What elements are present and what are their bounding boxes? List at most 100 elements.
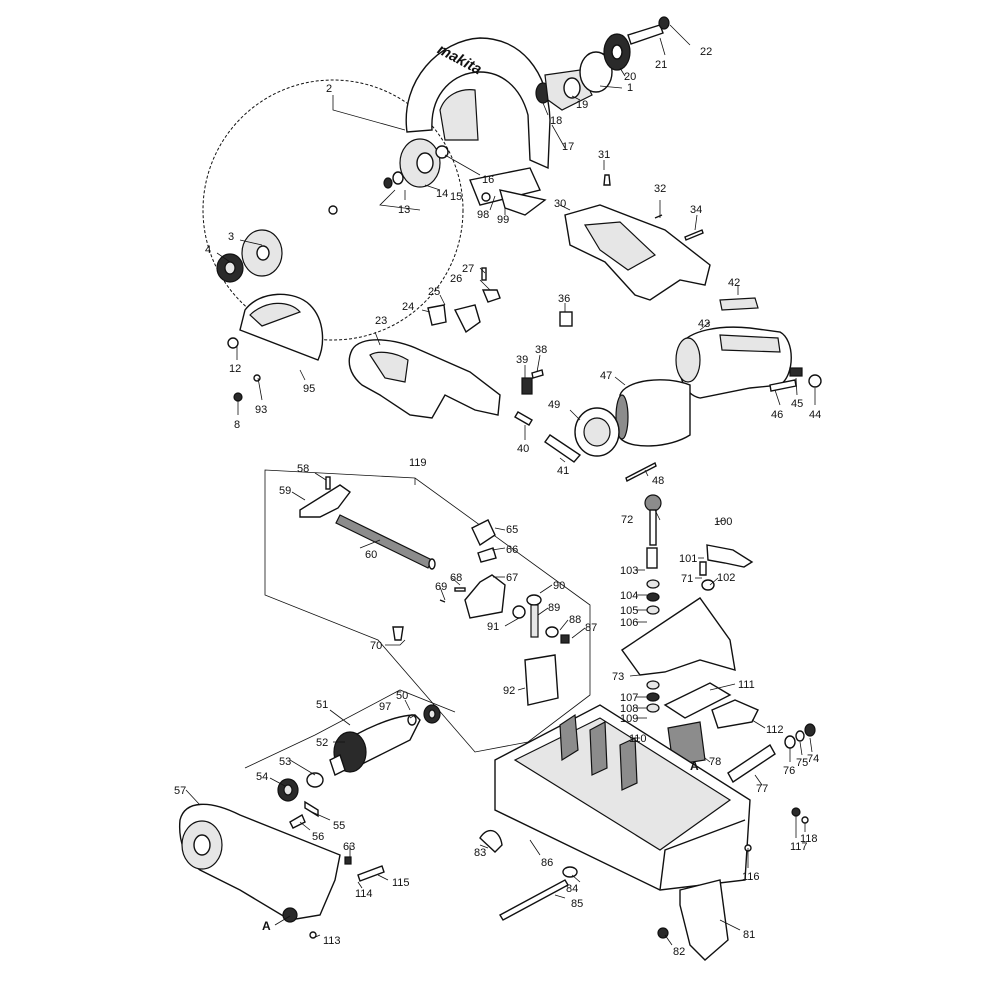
- callout-112: 112: [766, 724, 784, 736]
- callout-48: 48: [652, 475, 664, 487]
- callout-74: 74: [807, 753, 819, 765]
- callout-65: 65: [506, 524, 518, 536]
- motor-housing: [675, 326, 822, 399]
- callout-102: 102: [717, 572, 735, 584]
- callout-91: 91: [487, 621, 499, 633]
- fence-parts: [621, 494, 816, 784]
- callout-105: 105: [620, 605, 638, 617]
- callout-85: 85: [571, 898, 583, 910]
- callout-118: 118: [800, 833, 818, 845]
- lower-safety-guard: [227, 293, 324, 402]
- callout-30: 30: [554, 198, 566, 210]
- callout-111: 111: [738, 679, 755, 691]
- callout-70: 70: [370, 640, 382, 652]
- callout-114: 114: [355, 888, 373, 900]
- callout-25: 25: [428, 286, 440, 298]
- callout-3: 3: [228, 231, 234, 243]
- inner-flange-and-nut: [216, 229, 283, 283]
- callout-101: 101: [679, 553, 697, 565]
- callout-100: 100: [714, 516, 732, 528]
- callout-27: 27: [462, 263, 474, 275]
- callout-1: 1: [627, 82, 633, 94]
- callout-60: 60: [365, 549, 377, 561]
- callout-77: 77: [756, 783, 768, 795]
- callout-86: 86: [541, 857, 553, 869]
- callout-53: 53: [279, 756, 291, 768]
- callout-12: 12: [229, 363, 241, 375]
- callout-57: 57: [174, 785, 186, 797]
- saw-blade: [202, 79, 464, 341]
- base: [479, 704, 809, 961]
- callout-103: 103: [620, 565, 638, 577]
- bearing-box-parts: [535, 16, 670, 111]
- callout-36: 36: [558, 293, 570, 305]
- callout-75: 75: [796, 757, 808, 769]
- callout-95: 95: [303, 383, 315, 395]
- callout-71: 71: [681, 573, 693, 585]
- callout-55: 55: [333, 820, 345, 832]
- callout-56: 56: [312, 831, 324, 843]
- callouts: 2 17 18 19 1 20 21 22 16 14 15 13 98 99 …: [174, 46, 821, 958]
- callout-51: 51: [316, 699, 328, 711]
- callout-82: 82: [673, 946, 685, 958]
- callout-52: 52: [316, 737, 328, 749]
- callout-84: 84: [566, 883, 578, 895]
- callout-63: 63: [343, 841, 355, 853]
- callout-41: 41: [557, 465, 569, 477]
- callout-38: 38: [535, 344, 547, 356]
- callout-89: 89: [548, 602, 560, 614]
- callout-98: 98: [477, 209, 489, 221]
- callout-59: 59: [279, 485, 291, 497]
- callout-113: 113: [323, 935, 341, 947]
- callout-40: 40: [517, 443, 529, 455]
- callout-2: 2: [326, 83, 332, 95]
- callout-15: 15: [450, 191, 462, 203]
- callout-34: 34: [690, 204, 702, 216]
- switch-parts: [427, 267, 759, 395]
- armature: [277, 704, 441, 829]
- callout-43: 43: [698, 318, 710, 330]
- callout-42: 42: [728, 277, 740, 289]
- callout-106: 106: [620, 617, 638, 629]
- callout-54: 54: [256, 771, 268, 783]
- gear-housing: [178, 803, 385, 939]
- callout-97: 97: [379, 701, 391, 713]
- callout-22: 22: [700, 46, 712, 58]
- field-assembly: [574, 379, 691, 482]
- blade-guard: makita: [405, 37, 551, 170]
- callout-67: 67: [506, 572, 518, 584]
- callout-49: 49: [548, 399, 560, 411]
- callout-19: 19: [576, 99, 588, 111]
- callout-115: 115: [392, 877, 410, 889]
- sub-assembly-outline-lower: [244, 689, 456, 769]
- callout-21: 21: [655, 59, 667, 71]
- callout-A-housing: A: [262, 919, 271, 933]
- callout-20: 20: [624, 71, 636, 83]
- callout-76: 76: [783, 765, 795, 777]
- callout-93: 93: [255, 404, 267, 416]
- callout-81: 81: [743, 929, 755, 941]
- callout-73: 73: [612, 671, 624, 683]
- callout-90: 90: [553, 580, 565, 592]
- leader-lines: [185, 24, 816, 946]
- callout-99: 99: [497, 214, 509, 226]
- callout-31: 31: [598, 149, 610, 161]
- callout-68: 68: [450, 572, 462, 584]
- callout-110: 110: [629, 733, 647, 745]
- pins: [514, 411, 582, 463]
- callout-72: 72: [621, 514, 633, 526]
- callout-13: 13: [398, 204, 410, 216]
- callout-58: 58: [297, 463, 309, 475]
- callout-87: 87: [585, 622, 597, 634]
- callout-8: 8: [234, 419, 240, 431]
- callout-16: 16: [482, 174, 494, 186]
- callout-32: 32: [654, 183, 666, 195]
- callout-A-base: A: [690, 759, 699, 773]
- callout-117: 117: [790, 841, 808, 853]
- callout-92: 92: [503, 685, 515, 697]
- outer-flange: [383, 138, 449, 189]
- callout-109: 109: [620, 713, 638, 725]
- callout-66: 66: [506, 544, 518, 556]
- handle-bracket: [564, 174, 711, 301]
